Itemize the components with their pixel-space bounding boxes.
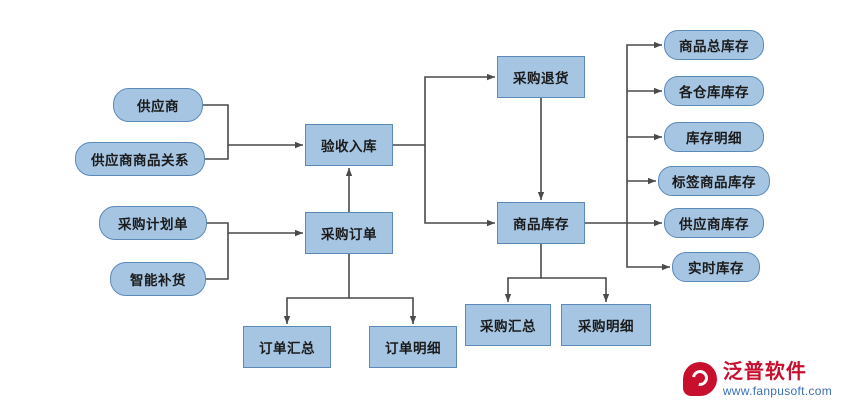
node-supplier[interactable]: 供应商 bbox=[113, 88, 203, 122]
node-order-summary[interactable]: 订单汇总 bbox=[243, 326, 331, 368]
watermark-logo: 泛普软件 www.fanpusoft.com bbox=[682, 361, 832, 399]
brand-url: www.fanpusoft.com bbox=[722, 384, 832, 399]
node-realtime-stock[interactable]: 实时库存 bbox=[672, 252, 760, 282]
node-supplier-stock[interactable]: 供应商库存 bbox=[664, 208, 764, 238]
node-purchase-order[interactable]: 采购订单 bbox=[305, 212, 393, 254]
node-order-detail[interactable]: 订单明细 bbox=[369, 326, 457, 368]
node-goods-total-stock[interactable]: 商品总库存 bbox=[664, 30, 764, 60]
node-warehouse-stock[interactable]: 各仓库库存 bbox=[664, 76, 764, 106]
node-check-in-storage[interactable]: 验收入库 bbox=[305, 124, 393, 166]
node-purchase-plan[interactable]: 采购计划单 bbox=[99, 206, 207, 240]
node-purchase-detail[interactable]: 采购明细 bbox=[561, 304, 651, 346]
node-purchase-summary[interactable]: 采购汇总 bbox=[465, 304, 551, 346]
node-stock-detail[interactable]: 库存明细 bbox=[664, 122, 764, 152]
node-supplier-goods-relation[interactable]: 供应商商品关系 bbox=[75, 142, 205, 176]
node-label-goods-stock[interactable]: 标签商品库存 bbox=[658, 166, 770, 196]
node-smart-replenishment[interactable]: 智能补货 bbox=[110, 262, 206, 296]
node-purchase-return[interactable]: 采购退货 bbox=[497, 56, 585, 98]
node-goods-stock[interactable]: 商品库存 bbox=[497, 202, 585, 244]
brand-name: 泛普软件 bbox=[722, 361, 807, 384]
brand-mark-icon bbox=[682, 362, 717, 397]
